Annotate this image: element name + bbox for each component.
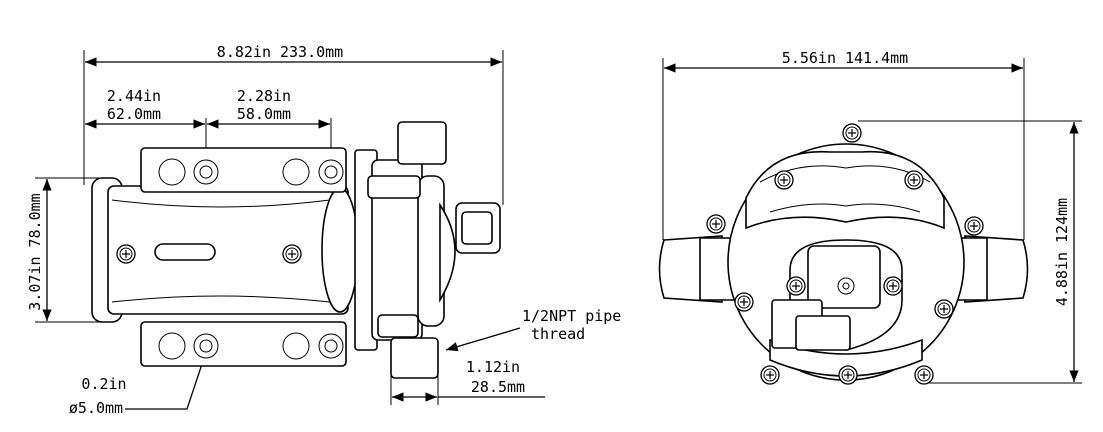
side-view: [35, 50, 545, 410]
hole-leader: [125, 351, 207, 410]
hole-mm-label: ø5.0mm: [69, 399, 123, 417]
mount-offset-mm-label: 62.0mm: [107, 105, 161, 123]
outlet-offset-mm-label: 28.5mm: [471, 378, 525, 396]
hole-in-label: 0.2in: [81, 375, 126, 393]
thread-note-line1: 1/2NPT pipe: [522, 307, 621, 325]
thread-leader: [445, 327, 521, 352]
thread-note-line2: thread: [531, 325, 585, 343]
outlet-offset-in-label: 1.12in: [466, 358, 520, 376]
mount-height-label: 3.07in78.0mm: [26, 193, 44, 310]
front-view: [658, 58, 1082, 385]
mount-spacing-in-label: 2.28in: [237, 87, 291, 105]
front-height-label: 4.88in124mm: [1053, 198, 1071, 306]
mount-hole: [193, 159, 344, 359]
mount-spacing-mm-label: 58.0mm: [237, 105, 291, 123]
mount-offset-in-label: 2.44in: [107, 87, 161, 105]
